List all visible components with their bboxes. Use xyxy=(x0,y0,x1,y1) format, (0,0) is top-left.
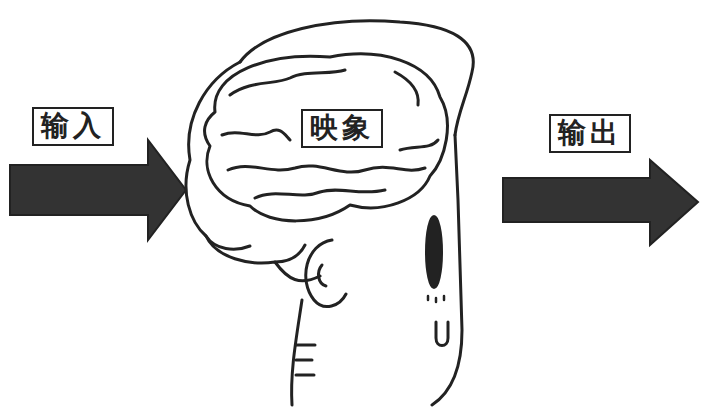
brain-fold xyxy=(395,72,418,105)
input-arrow xyxy=(10,140,186,240)
brain-fold xyxy=(222,130,290,140)
label-box: 输入 xyxy=(32,107,114,146)
neck-line xyxy=(296,374,314,377)
hair-curl xyxy=(275,245,305,262)
hair-curl xyxy=(206,236,250,249)
brain-fold xyxy=(255,190,385,198)
hair-outline xyxy=(186,62,320,281)
ear xyxy=(306,240,346,307)
ear xyxy=(319,265,326,286)
brain-outline xyxy=(205,54,448,221)
neck-line xyxy=(296,344,315,347)
label-text: 输出 xyxy=(558,118,622,149)
brain-fold xyxy=(228,166,425,172)
face-outline xyxy=(292,300,302,405)
brain-fold xyxy=(400,140,438,150)
mouth xyxy=(436,322,448,346)
label-box: 输出 xyxy=(549,114,631,153)
neck-line xyxy=(296,359,312,362)
label-text: 映象 xyxy=(310,113,374,144)
label-text: 输入 xyxy=(41,111,105,142)
label-box: 映象 xyxy=(301,109,383,148)
eye-dots xyxy=(428,296,444,302)
eye xyxy=(426,216,442,288)
output-arrow xyxy=(503,160,698,245)
brain-fold xyxy=(230,70,345,95)
